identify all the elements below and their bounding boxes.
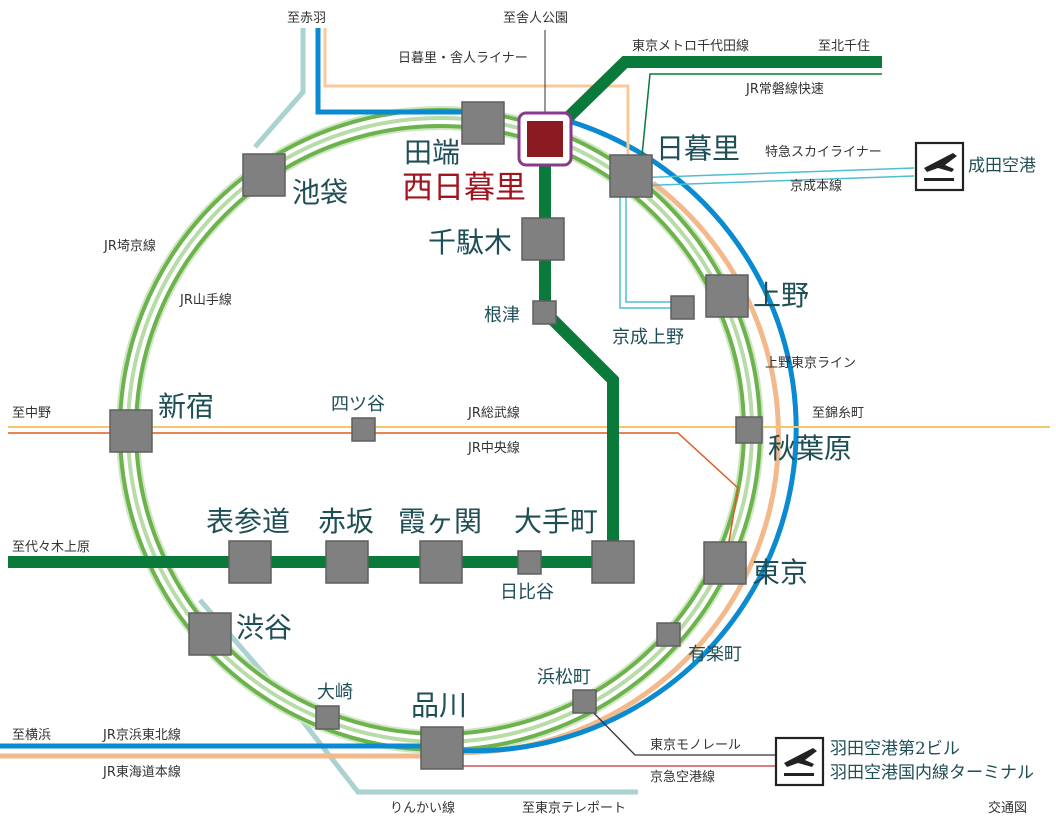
label-haneda-domestic: 羽田空港国内線ターミナル <box>830 763 1034 783</box>
direction-nakano: 至中野 <box>12 406 51 421</box>
nippori-toneri-liner-line <box>323 28 630 176</box>
airplane-departure-icon <box>774 736 825 787</box>
label-shinagawa: 品川 <box>411 689 467 722</box>
keisei-line <box>619 167 915 309</box>
station-tabata <box>461 101 505 145</box>
label-joban-rapid: JR常磐線快速 <box>745 81 824 97</box>
station-ikebukuro <box>242 153 286 197</box>
label-ueno: 上野 <box>753 279 809 312</box>
station-omotesando <box>228 540 272 584</box>
station-kasumigaseki <box>419 540 463 584</box>
station-osaki <box>315 705 340 730</box>
label-akihabara: 秋葉原 <box>768 432 852 465</box>
station-markers <box>109 101 763 770</box>
station-keisei-ueno <box>670 295 695 320</box>
label-metro-chiyoda: 東京メトロ千代田線 <box>632 38 749 54</box>
label-osaki: 大崎 <box>317 682 353 703</box>
label-keisei-main: 京成本線 <box>790 178 842 194</box>
label-tokyo-monorail: 東京モノレール <box>650 737 741 753</box>
station-yurakucho <box>656 622 681 647</box>
direction-kinshicho: 至錦糸町 <box>812 405 864 421</box>
tokaido-line <box>0 181 781 759</box>
station-akasaka <box>325 540 369 584</box>
label-omotesando: 表参道 <box>206 505 290 538</box>
label-nishi-nippori: 西日暮里 <box>402 170 526 206</box>
station-yotsuya <box>351 417 376 442</box>
label-ueno-tokyo: 上野東京ライン <box>765 355 856 371</box>
station-otemachi <box>591 540 635 584</box>
station-ueno <box>705 274 749 318</box>
direction-akabane: 至赤羽 <box>287 11 326 26</box>
direction-kita-senju: 至北千住 <box>818 39 870 54</box>
label-keikyu-airport: 京急空港線 <box>650 769 715 785</box>
station-nishi-nippori <box>527 121 563 157</box>
label-tokyo: 東京 <box>752 556 808 589</box>
label-hamamatsucho: 浜松町 <box>537 667 591 688</box>
keihin-tohoku-line <box>0 28 799 754</box>
direction-toneri-koen: 至舎人公園 <box>503 11 568 26</box>
label-hibiya: 日比谷 <box>500 582 554 603</box>
station-akihabara <box>735 416 763 444</box>
direction-yokohama: 至横浜 <box>12 728 51 743</box>
station-shinjuku <box>109 409 153 453</box>
label-nippori-toneri-liner: 日暮里・舎人ライナー <box>398 51 528 66</box>
station-tokyo <box>703 541 747 585</box>
label-ikebukuro: 池袋 <box>292 176 348 209</box>
label-rinkai: りんかい線 <box>390 800 455 816</box>
label-saikyo: JR埼京線 <box>103 238 156 254</box>
label-nezu: 根津 <box>484 305 520 326</box>
station-shinagawa <box>420 726 464 770</box>
label-shibuya: 渋谷 <box>236 611 292 644</box>
label-yotsuya: 四ツ谷 <box>331 394 385 415</box>
label-yamanote: JR山手線 <box>179 292 232 308</box>
label-shinjuku: 新宿 <box>158 390 214 423</box>
map-caption: 交通図 <box>988 800 1027 816</box>
label-kasumigaseki: 霞ヶ関 <box>398 505 482 538</box>
label-chuo: JR中央線 <box>467 440 520 456</box>
chuo-line <box>8 432 739 566</box>
label-keihin-tohoku: JR京浜東北線 <box>102 727 181 743</box>
station-hibiya <box>517 550 542 575</box>
label-sendagi: 千駄木 <box>428 226 512 259</box>
station-shibuya <box>188 612 232 656</box>
label-tokaido: JR東海道本線 <box>102 764 181 780</box>
station-nippori <box>609 154 653 198</box>
label-otemachi: 大手町 <box>514 505 598 538</box>
direction-tokyo-teleport: 至東京テレポート <box>522 800 626 816</box>
label-keisei-ueno: 京成上野 <box>612 327 684 348</box>
label-akasaka: 赤坂 <box>318 505 374 538</box>
station-hamamatsucho <box>572 689 597 714</box>
station-nezu <box>532 300 557 325</box>
airplane-departure-icon <box>914 141 965 192</box>
label-narita: 成田空港 <box>968 156 1036 176</box>
label-sobu: JR総武線 <box>467 405 520 421</box>
label-nippori: 日暮里 <box>656 132 740 165</box>
station-sendagi <box>521 217 565 261</box>
label-haneda-t2: 羽田空港第2ビル <box>830 739 960 759</box>
tokyo-monorail-line <box>582 701 775 756</box>
label-tabata: 田端 <box>404 136 460 169</box>
label-skyliner: 特急スカイライナー <box>765 145 882 160</box>
direction-yoyogi-uehara: 至代々木上原 <box>12 540 90 555</box>
label-yurakucho: 有楽町 <box>688 644 742 665</box>
